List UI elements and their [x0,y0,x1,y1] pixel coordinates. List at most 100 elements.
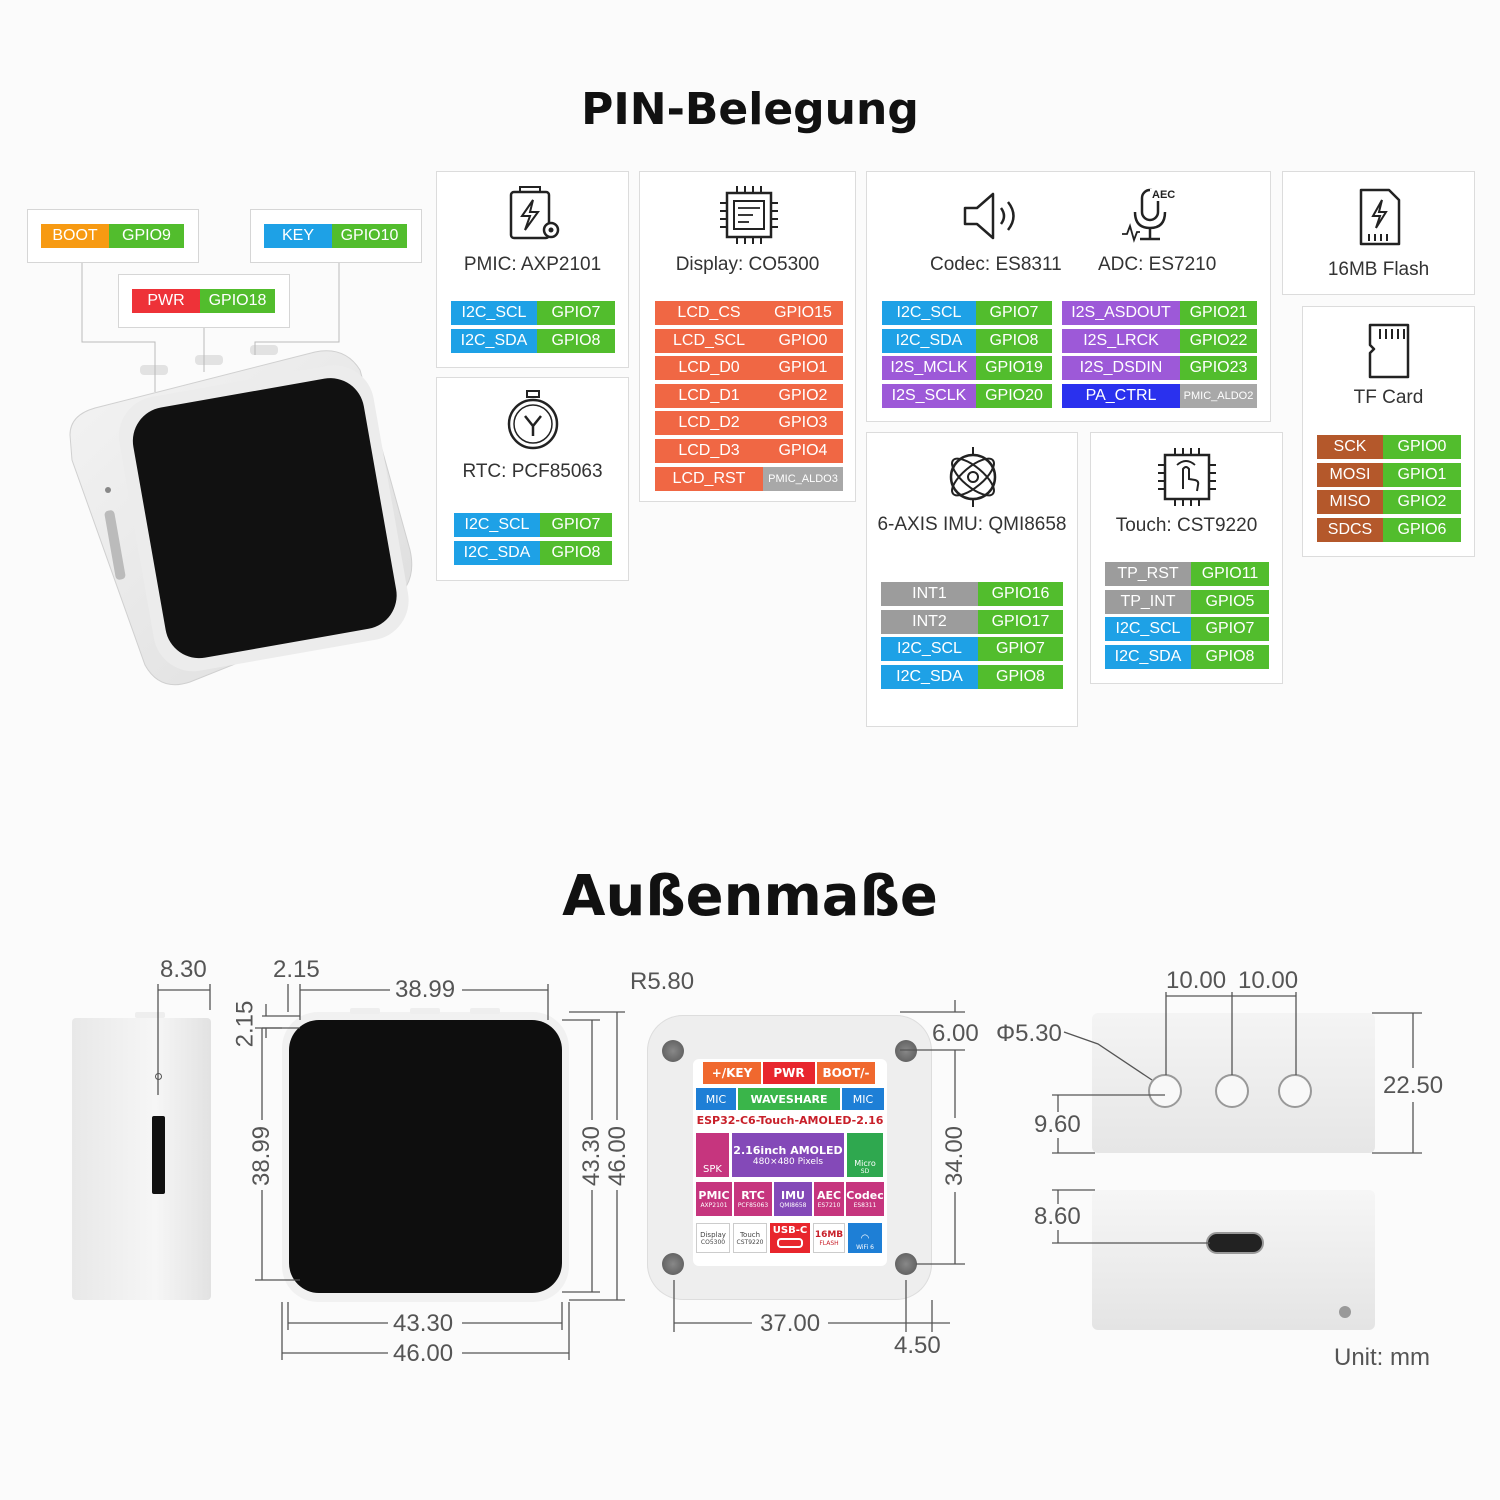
pin-name: I2C_SCL [1105,617,1191,642]
pin-name: I2C_SDA [1105,644,1191,669]
pin-name: I2C_SCL [882,301,976,325]
pin-name: I2C_SDA [454,540,540,565]
usb-c-icon [777,1238,803,1248]
pin-gpio: GPIO0 [763,328,843,353]
pin-gpio: GPIO17 [978,609,1063,634]
back-boot-label: BOOT/- [817,1062,875,1084]
pin-gpio: GPIO2 [763,383,843,408]
back-key-label: +/KEY [703,1062,761,1084]
dim-screw-top: 6.00 [932,1020,979,1047]
dimensions-title: Außenmaße [562,864,938,929]
back-display-sub: CO5300 [700,1238,726,1246]
front-top-button [470,1008,500,1014]
top-button-boot [1278,1074,1312,1108]
dim-outer-height: 46.00 [604,1125,632,1187]
pin-name: I2S_SCLK [882,383,976,408]
pin-gpio: GPIO19 [976,356,1052,381]
side-top-button [135,1012,165,1018]
pinout-title: PIN-Belegung [581,84,919,135]
dim-button-diameter: Φ5.30 [996,1020,1062,1047]
dim-button-height: 9.60 [1034,1111,1081,1138]
pin-name: MOSI [1317,462,1383,487]
battery-charge-gear-icon [509,186,560,240]
boot-gpio: GPIO9 [109,224,184,248]
back-usbc-text: USB-C [772,1225,808,1236]
unit-label: Unit: mm [1334,1344,1430,1371]
pin-name: I2C_SCL [451,301,537,325]
pin-name: INT1 [881,582,978,606]
tf-label: TF Card [1353,387,1424,408]
back-flash-sub: FLASH [819,1239,839,1247]
pin-name: SCK [1317,435,1383,459]
back-label-sticker: +/KEY PWR BOOT/- MIC WAVESHARE MIC ESP32… [693,1059,887,1266]
back-pmic-sub: AXP2101 [700,1202,728,1209]
back-spk-text: SPK [703,1164,722,1175]
key-label: KEY [264,224,332,248]
dim-screen-height: 38.99 [248,1125,276,1187]
rtc-label: RTC: PCF85063 [462,461,603,482]
front-top-button [410,1008,440,1014]
back-flash-text: 16MB [814,1229,844,1240]
pin-name: I2C_SDA [881,664,978,689]
pin-name: I2S_MCLK [882,356,976,381]
pin-gpio: GPIO7 [976,301,1052,325]
pin-gpio: GPIO22 [1180,328,1257,353]
back-view: +/KEY PWR BOOT/- MIC WAVESHARE MIC ESP32… [647,1015,932,1300]
pin-gpio: GPIO8 [1191,644,1269,669]
pin-gpio: GPIO4 [763,438,843,463]
codec-label: Codec: ES8311 [930,254,1062,275]
back-rtc-text: RTC [741,1189,765,1202]
dim-usb-height: 8.60 [1034,1203,1081,1230]
pwr-gpio: GPIO18 [200,289,275,313]
back-spk: SPK [696,1133,729,1177]
front-view [282,1012,569,1302]
back-usbc: USB-C [770,1223,810,1253]
pin-gpio: GPIO7 [978,637,1063,662]
back-pwr-label: PWR [763,1062,815,1084]
back-brand: WAVESHARE [738,1088,840,1110]
dim-button-pitch-1: 10.00 [1166,967,1227,994]
device-render [60,340,420,690]
pin-name: LCD_CS [655,301,763,325]
gyroscope-icon [949,447,997,507]
back-aec-text: AEC [816,1189,842,1202]
back-codec-sub: ES8311 [853,1202,877,1209]
back-aec-sub: ES7210 [817,1202,841,1209]
back-micro-text: Micro [854,1159,876,1168]
pin-name: SDCS [1317,517,1383,542]
dim-total-height: 22.50 [1383,1072,1444,1099]
pin-gpio: GPIO5 [1191,589,1269,614]
pin-name: I2S_ASDOUT [1062,301,1180,325]
pin-gpio: GPIO2 [1383,490,1461,515]
top-button-key [1148,1074,1182,1108]
dim-radius: R5.80 [630,968,695,995]
back-sd-text: SD [860,1168,870,1175]
back-imu-text: IMU [781,1189,805,1202]
pin-gpio: PMIC_ALDO3 [763,466,843,491]
touch-chip-icon [1158,448,1216,506]
display-label: Display: CO5300 [675,254,820,275]
